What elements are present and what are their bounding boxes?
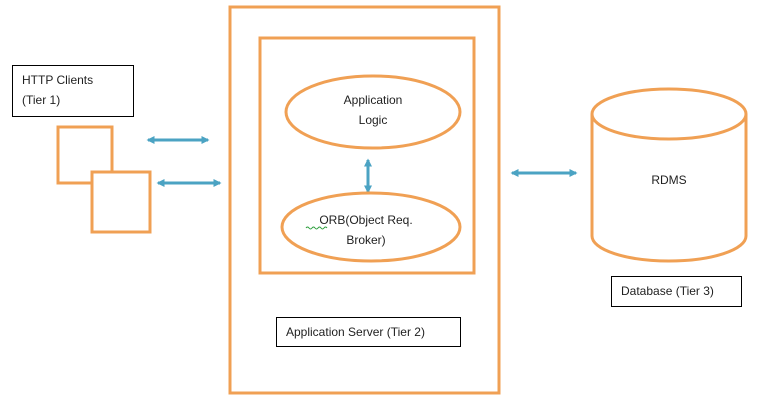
http-clients-tier: (Tier 1): [22, 93, 60, 107]
http-client-square-2: [90, 170, 152, 234]
http-client-square-1: [56, 125, 114, 185]
database-label: Database (Tier 3): [621, 284, 714, 298]
orb-ellipse: [280, 191, 462, 263]
application-server-label: Application Server (Tier 2): [286, 325, 425, 339]
application-logic-ellipse: [284, 74, 462, 150]
orb-line2: Broker): [346, 233, 385, 247]
application-server-label-box: [276, 317, 461, 347]
http-clients-title: HTTP Clients: [22, 73, 93, 87]
rdms-label: RDMS: [651, 173, 686, 187]
orb-spellcheck-underline: [305, 226, 328, 230]
orb-line1: ORB(Object Req.: [319, 213, 412, 227]
application-logic-line1: Application: [344, 93, 403, 107]
http-clients-label-box: [12, 65, 134, 117]
database-label-box: [611, 276, 742, 307]
application-logic-line2: Logic: [359, 113, 388, 127]
rdms-cylinder: [590, 87, 748, 263]
